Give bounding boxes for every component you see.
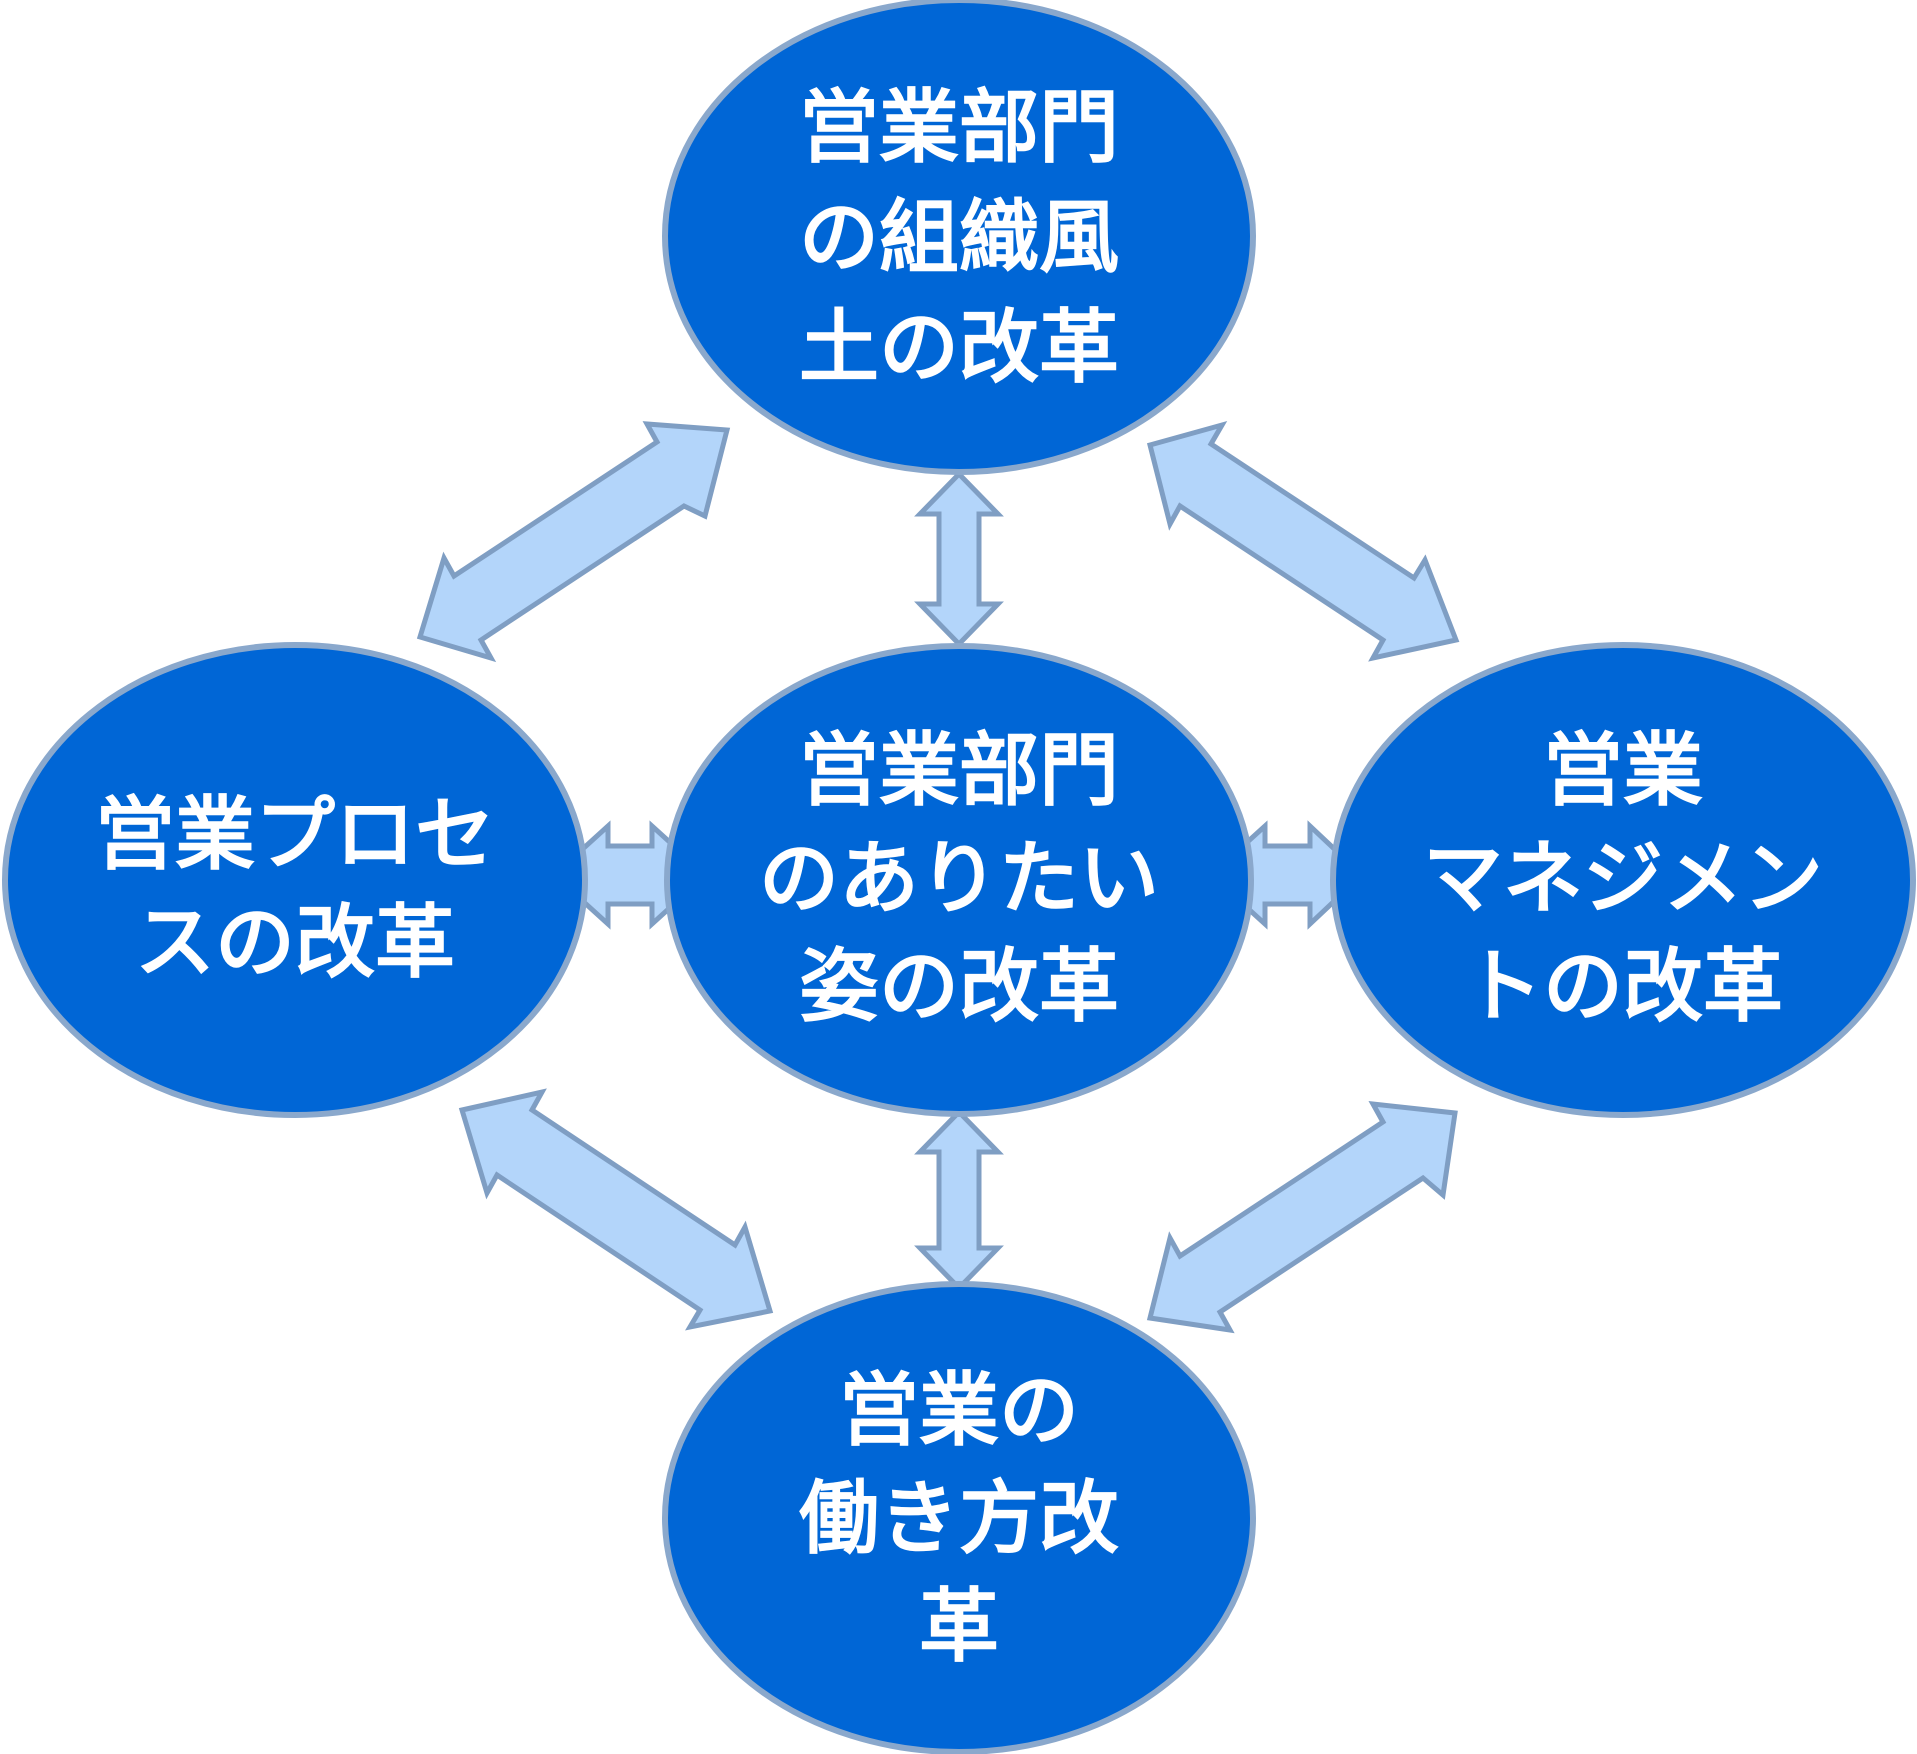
node-bottom-line-3: 革 [919,1580,999,1673]
node-left-line-1: 営業プロセ [95,788,495,881]
node-top-text: 営業部門 の組織風 土の改革 [799,81,1119,394]
node-right-ellipse [1330,642,1916,1118]
node-center-text: 営業部門 のありたい 姿の改革 [759,724,1159,1033]
arrow-top-center [914,470,1004,648]
node-center-line-3: 姿の改革 [799,940,1119,1033]
node-bottom-line-1: 営業の [839,1364,1079,1457]
node-right-text: 営業 マネジメン トの改革 [1423,724,1823,1033]
node-left-ellipse [2,642,588,1118]
node-top-line-2: の組織風 [799,191,1119,284]
node-right-line-1: 営業 [1543,724,1703,817]
node-bottom-ellipse [662,1281,1256,1754]
node-center-line-2: のありたい [759,832,1159,925]
arrow-right-bottom [1146,1100,1458,1334]
node-top-line-1: 営業部門 [799,81,1119,174]
node-top-ellipse [662,0,1256,475]
node-center-ellipse [664,643,1254,1117]
node-center-line-1: 営業部門 [799,724,1119,817]
node-top-line-3: 土の改革 [799,301,1119,394]
node-right-line-3: トの改革 [1463,940,1783,1033]
node-left-text: 営業プロセ スの改革 [95,788,495,989]
arrow-top-right [1146,420,1460,662]
arrow-center-bottom [914,1108,1004,1292]
node-bottom-line-2: 働き方改 [799,1472,1119,1565]
arrow-left-bottom [458,1088,774,1331]
node-right-line-2: マネジメン [1423,832,1823,925]
node-left-line-2: スの改革 [135,896,455,989]
arrow-top-left [416,421,731,663]
node-bottom-text: 営業の 働き方改 革 [799,1364,1119,1673]
